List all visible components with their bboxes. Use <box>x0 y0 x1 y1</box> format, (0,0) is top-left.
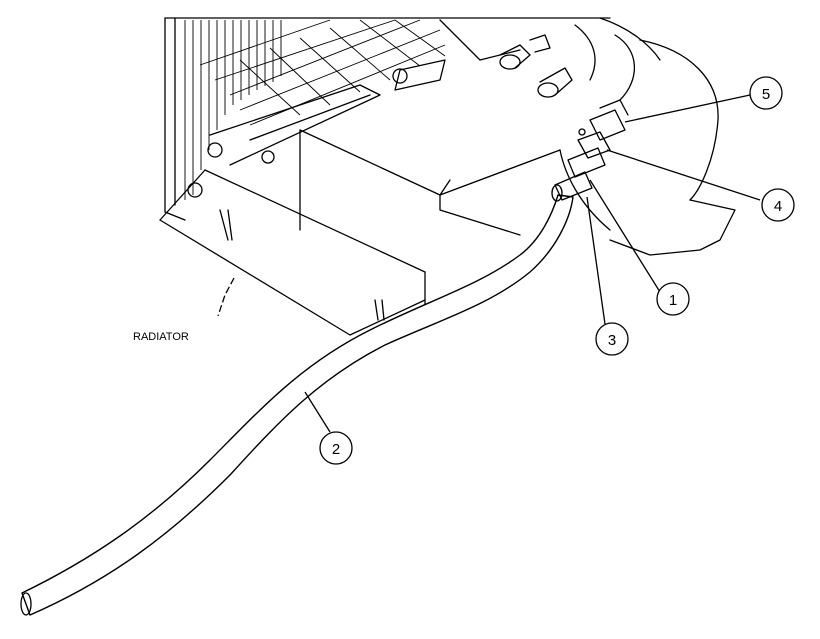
callout-3-label: 3 <box>608 332 616 349</box>
callout-4: 4 <box>606 149 795 222</box>
elbow-fitting <box>578 99 629 141</box>
hose <box>20 194 574 616</box>
callout-1: 1 <box>589 179 690 316</box>
callout-3: 3 <box>586 196 629 356</box>
adapter-fitting <box>567 131 611 178</box>
callout-5: 5 <box>624 76 783 123</box>
engine-outline <box>499 17 736 256</box>
callout-1-label: 1 <box>669 292 677 309</box>
radiator-label: RADIATOR <box>133 331 189 343</box>
callout-2: 2 <box>304 391 353 465</box>
radiator-assembly <box>159 17 611 336</box>
callout-4-label: 4 <box>774 198 782 215</box>
radiator-grille <box>199 19 446 126</box>
callout-2-label: 2 <box>332 441 340 458</box>
radiator-fins <box>184 20 282 200</box>
callout-5-label: 5 <box>762 86 770 103</box>
